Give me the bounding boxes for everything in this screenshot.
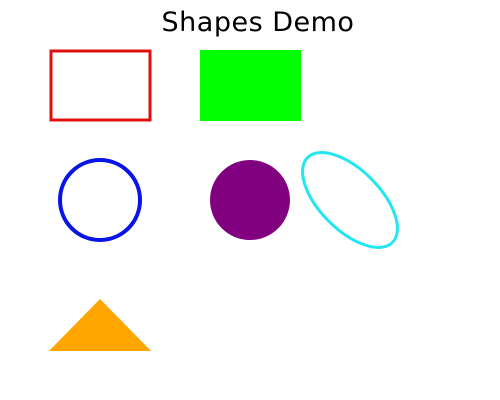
outlined-ellipse <box>301 151 399 249</box>
outlined-circle <box>58 158 142 242</box>
page-title: Shapes Demo <box>162 7 355 38</box>
filled-triangle <box>49 299 151 351</box>
filled-circle <box>210 160 290 240</box>
filled-rectangle <box>200 50 301 121</box>
outlined-rectangle <box>49 49 152 122</box>
